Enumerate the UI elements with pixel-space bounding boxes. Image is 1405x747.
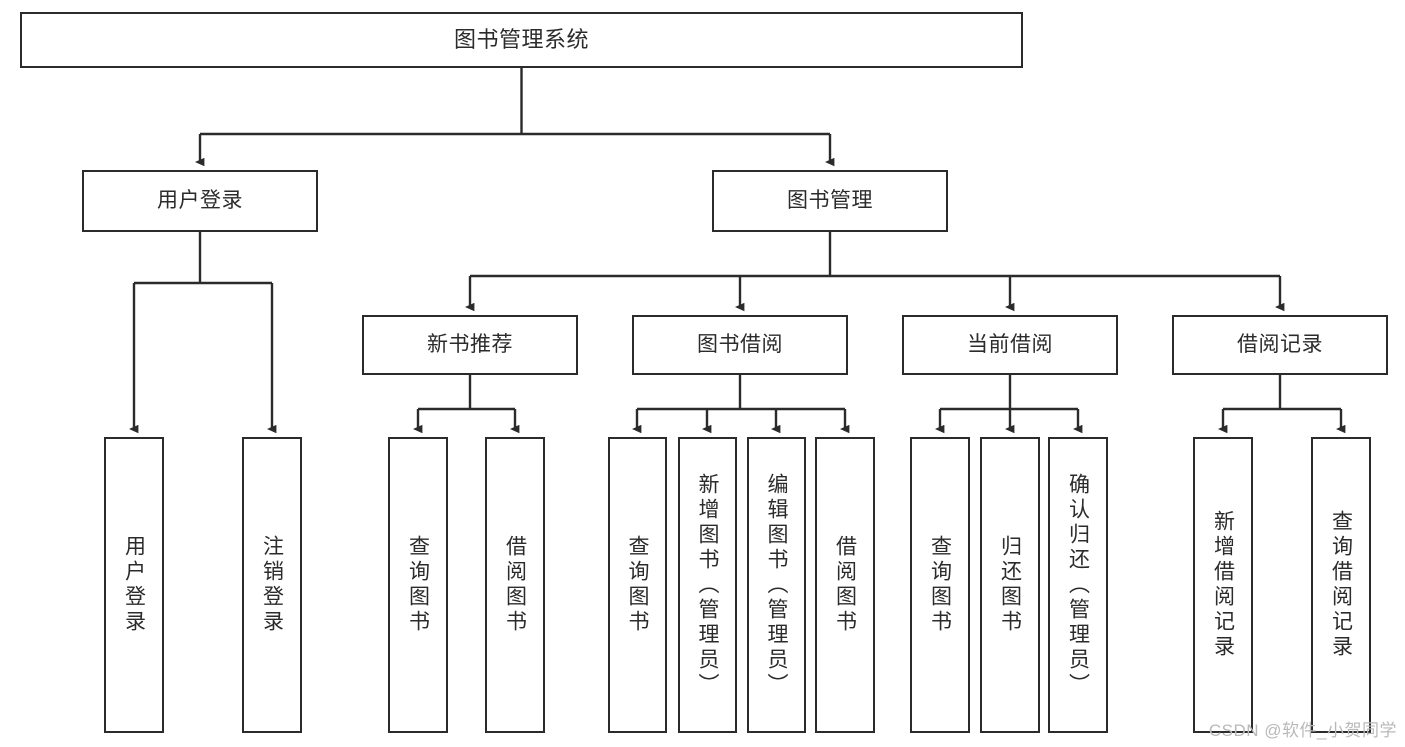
- node-label: 当前借阅: [967, 333, 1053, 357]
- node-label: 图书管理系统: [453, 26, 589, 52]
- node-leaf-confirm-return[interactable]: 确认归还（管理员）: [1048, 437, 1108, 733]
- node-current-borrow[interactable]: 当前借阅: [902, 315, 1118, 375]
- node-label: 注销登录: [260, 535, 284, 635]
- node-leaf-edit-book[interactable]: 编辑图书（管理员）: [747, 437, 806, 733]
- node-leaf-user-logout[interactable]: 注销登录: [242, 437, 302, 733]
- node-label: 查询借阅记录: [1329, 510, 1353, 660]
- node-label: 归还图书: [998, 535, 1022, 635]
- node-label: 查询图书: [626, 535, 649, 635]
- node-leaf-query-record[interactable]: 查询借阅记录: [1311, 437, 1371, 733]
- node-label: 借阅记录: [1237, 333, 1323, 357]
- node-leaf-query-book-borrow[interactable]: 查询图书: [608, 437, 667, 733]
- node-label: 新书推荐: [427, 333, 513, 357]
- node-leaf-borrow-book[interactable]: 借阅图书: [815, 437, 875, 733]
- node-label: 借阅图书: [833, 535, 857, 635]
- node-leaf-add-book[interactable]: 新增图书（管理员）: [678, 437, 737, 733]
- node-user-login[interactable]: 用户登录: [82, 170, 318, 232]
- node-new-book-rec[interactable]: 新书推荐: [362, 315, 578, 375]
- node-root[interactable]: 图书管理系统: [20, 12, 1023, 68]
- node-label: 编辑图书（管理员）: [765, 472, 788, 698]
- node-leaf-add-record[interactable]: 新增借阅记录: [1193, 437, 1253, 733]
- node-label: 查询图书: [406, 535, 430, 635]
- node-leaf-user-login[interactable]: 用户登录: [104, 437, 164, 733]
- node-label: 查询图书: [928, 535, 952, 635]
- node-borrow-record[interactable]: 借阅记录: [1172, 315, 1388, 375]
- node-label: 图书管理: [787, 189, 873, 213]
- node-label: 用户登录: [157, 189, 243, 213]
- node-leaf-return-book[interactable]: 归还图书: [980, 437, 1040, 733]
- node-label: 新增图书（管理员）: [696, 472, 719, 698]
- node-leaf-query-book-cur[interactable]: 查询图书: [910, 437, 970, 733]
- watermark-text: CSDN @软件_小贺同学: [1208, 721, 1397, 740]
- node-label: 新增借阅记录: [1211, 510, 1235, 660]
- node-label: 图书借阅: [697, 333, 783, 357]
- node-label: 用户登录: [122, 535, 146, 635]
- node-leaf-borrow-book-rec[interactable]: 借阅图书: [485, 437, 545, 733]
- node-label: 确认归还（管理员）: [1066, 472, 1090, 698]
- node-book-borrow[interactable]: 图书借阅: [632, 315, 848, 375]
- node-label: 借阅图书: [503, 535, 527, 635]
- node-leaf-query-book-rec[interactable]: 查询图书: [388, 437, 448, 733]
- node-book-manage[interactable]: 图书管理: [712, 170, 948, 232]
